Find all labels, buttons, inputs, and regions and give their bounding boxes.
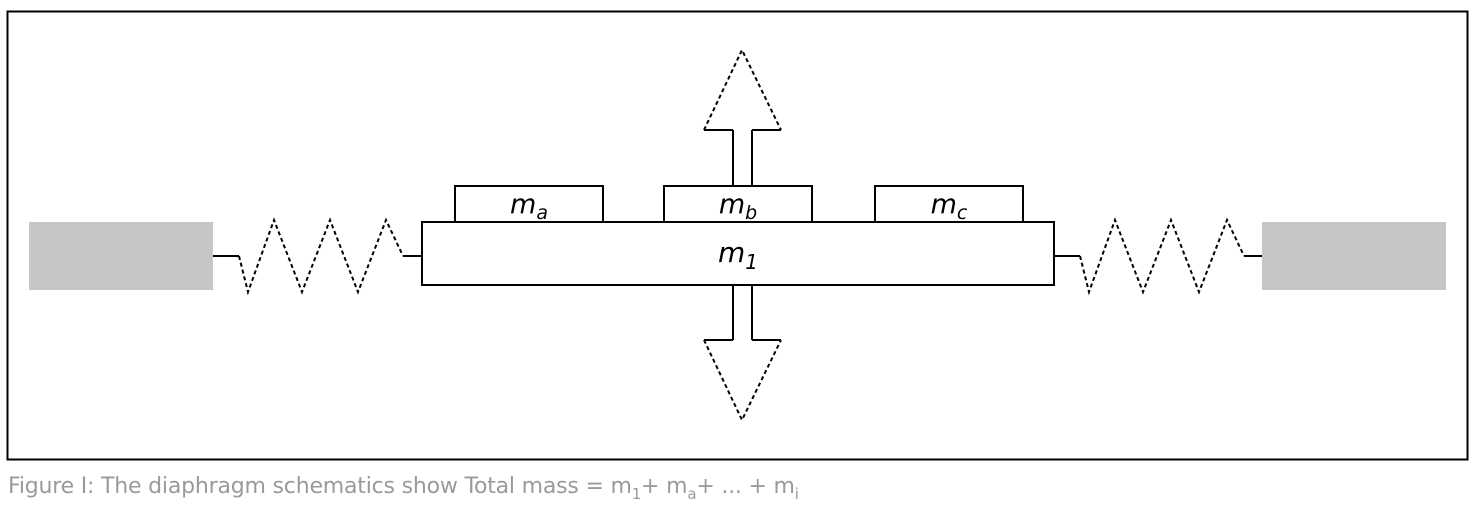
right-spring <box>1054 217 1262 296</box>
caption-term1-subscript: 1 <box>631 485 642 503</box>
caption-term3-subscript: i <box>794 485 799 503</box>
diaphragm-schematic: ma mb mc m1 <box>6 10 1469 461</box>
mass-c-box <box>874 185 1024 223</box>
down-arrow <box>703 286 782 423</box>
figure-caption: Figure I: The diaphragm schematics show … <box>8 474 799 503</box>
caption-plus: + <box>641 474 667 499</box>
left-anchor-block <box>29 222 213 290</box>
caption-term1-symbol: m <box>610 474 632 499</box>
caption-term2-subscript: a <box>687 485 697 503</box>
main-mass-label: m1 <box>718 236 758 274</box>
left-spring <box>213 217 422 296</box>
mass-b-label: mb <box>719 189 757 224</box>
caption-prefix: Figure I: The diaphragm schematics show … <box>8 474 611 499</box>
caption-middle: + ... + <box>696 474 774 499</box>
mass-a-label: ma <box>510 189 548 224</box>
caption-term2-symbol: m <box>666 474 688 499</box>
mass-b-box <box>663 185 813 223</box>
figure-frame <box>6 10 1469 461</box>
main-mass-box <box>421 221 1055 286</box>
caption-term3-symbol: m <box>773 474 795 499</box>
right-anchor-block <box>1262 222 1446 290</box>
up-arrow <box>703 47 782 186</box>
mass-c-label: mc <box>931 189 968 224</box>
